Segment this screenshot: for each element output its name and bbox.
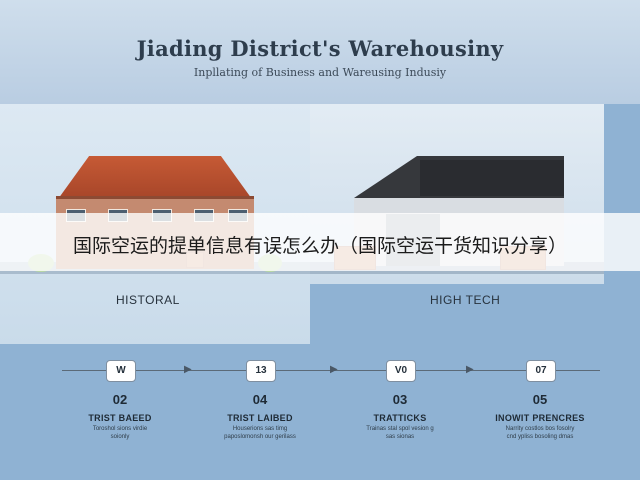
header-band — [0, 0, 640, 104]
step-text: Toroshol sions virdie soionly — [92, 426, 148, 440]
overlay-caption: 国际空运的提单信息有误怎么办（国际空运干货知识分享） — [72, 236, 567, 257]
timeline-step: 03 TRATTICKS Trainas stal spol vesion g … — [345, 392, 455, 441]
step-title: TRIST LAIBED — [227, 413, 293, 423]
page-subtitle: Inpllating of Business and Wareusing Ind… — [193, 66, 447, 79]
step-number: 03 — [392, 392, 408, 407]
era-label-historical: HISTORAL — [116, 293, 180, 307]
step-number: 04 — [252, 392, 268, 407]
timeline-step: 04 TRIST LAIBED Houserions sas timg papo… — [205, 392, 315, 441]
timeline-node: 07 — [526, 360, 556, 382]
step-text: Narrity costlos bos fosolry cnd ypliss b… — [505, 426, 575, 440]
timeline-line — [62, 370, 600, 371]
timeline-node: W — [106, 360, 136, 382]
arrow-right-icon: ▶ — [466, 364, 474, 375]
step-title: TRIST BAEED — [88, 413, 152, 423]
era-label-high-tech: HIGH TECH — [430, 293, 501, 307]
step-title: INOWIT PRENCRES — [495, 413, 585, 423]
step-text: Houserions sas timg paposlomonsh our ger… — [224, 426, 296, 440]
brick-warehouse-roof — [60, 156, 250, 196]
step-number: 02 — [112, 392, 128, 407]
arrow-right-icon: ▶ — [184, 364, 192, 375]
step-title: TRATTICKS — [373, 413, 427, 423]
timeline-node: 13 — [246, 360, 276, 382]
solar-panel — [420, 160, 564, 196]
step-number: 05 — [532, 392, 548, 407]
timeline-node: V0 — [386, 360, 416, 382]
caption-band — [0, 213, 640, 271]
page-title: Jiading District's Warehousiny — [136, 36, 504, 61]
timeline-step: 05 INOWIT PRENCRES Narrity costlos bos f… — [485, 392, 595, 441]
step-text: Trainas stal spol vesion g sas sionas — [366, 426, 434, 440]
timeline-step: 02 TRIST BAEED Toroshol sions virdie soi… — [65, 392, 175, 441]
arrow-right-icon: ▶ — [330, 364, 338, 375]
